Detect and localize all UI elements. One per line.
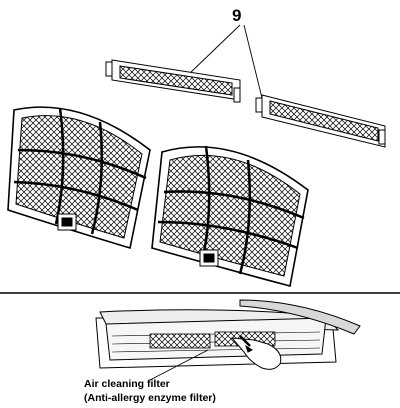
callout-leaders [187,24,263,99]
part-number-label: 9 [232,6,242,25]
indoor-unit [95,299,361,369]
air-cleaning-filter-right [255,94,386,148]
hand-illustration [230,335,282,370]
caption-line-1: Air cleaning filter [84,378,170,390]
air-cleaning-filter-left [105,59,241,103]
caption-leader [149,349,209,381]
caption-line-2: (Anti-allergy enzyme filter) [84,392,216,404]
air-filter-right [151,145,309,287]
air-filter-left [7,106,151,250]
